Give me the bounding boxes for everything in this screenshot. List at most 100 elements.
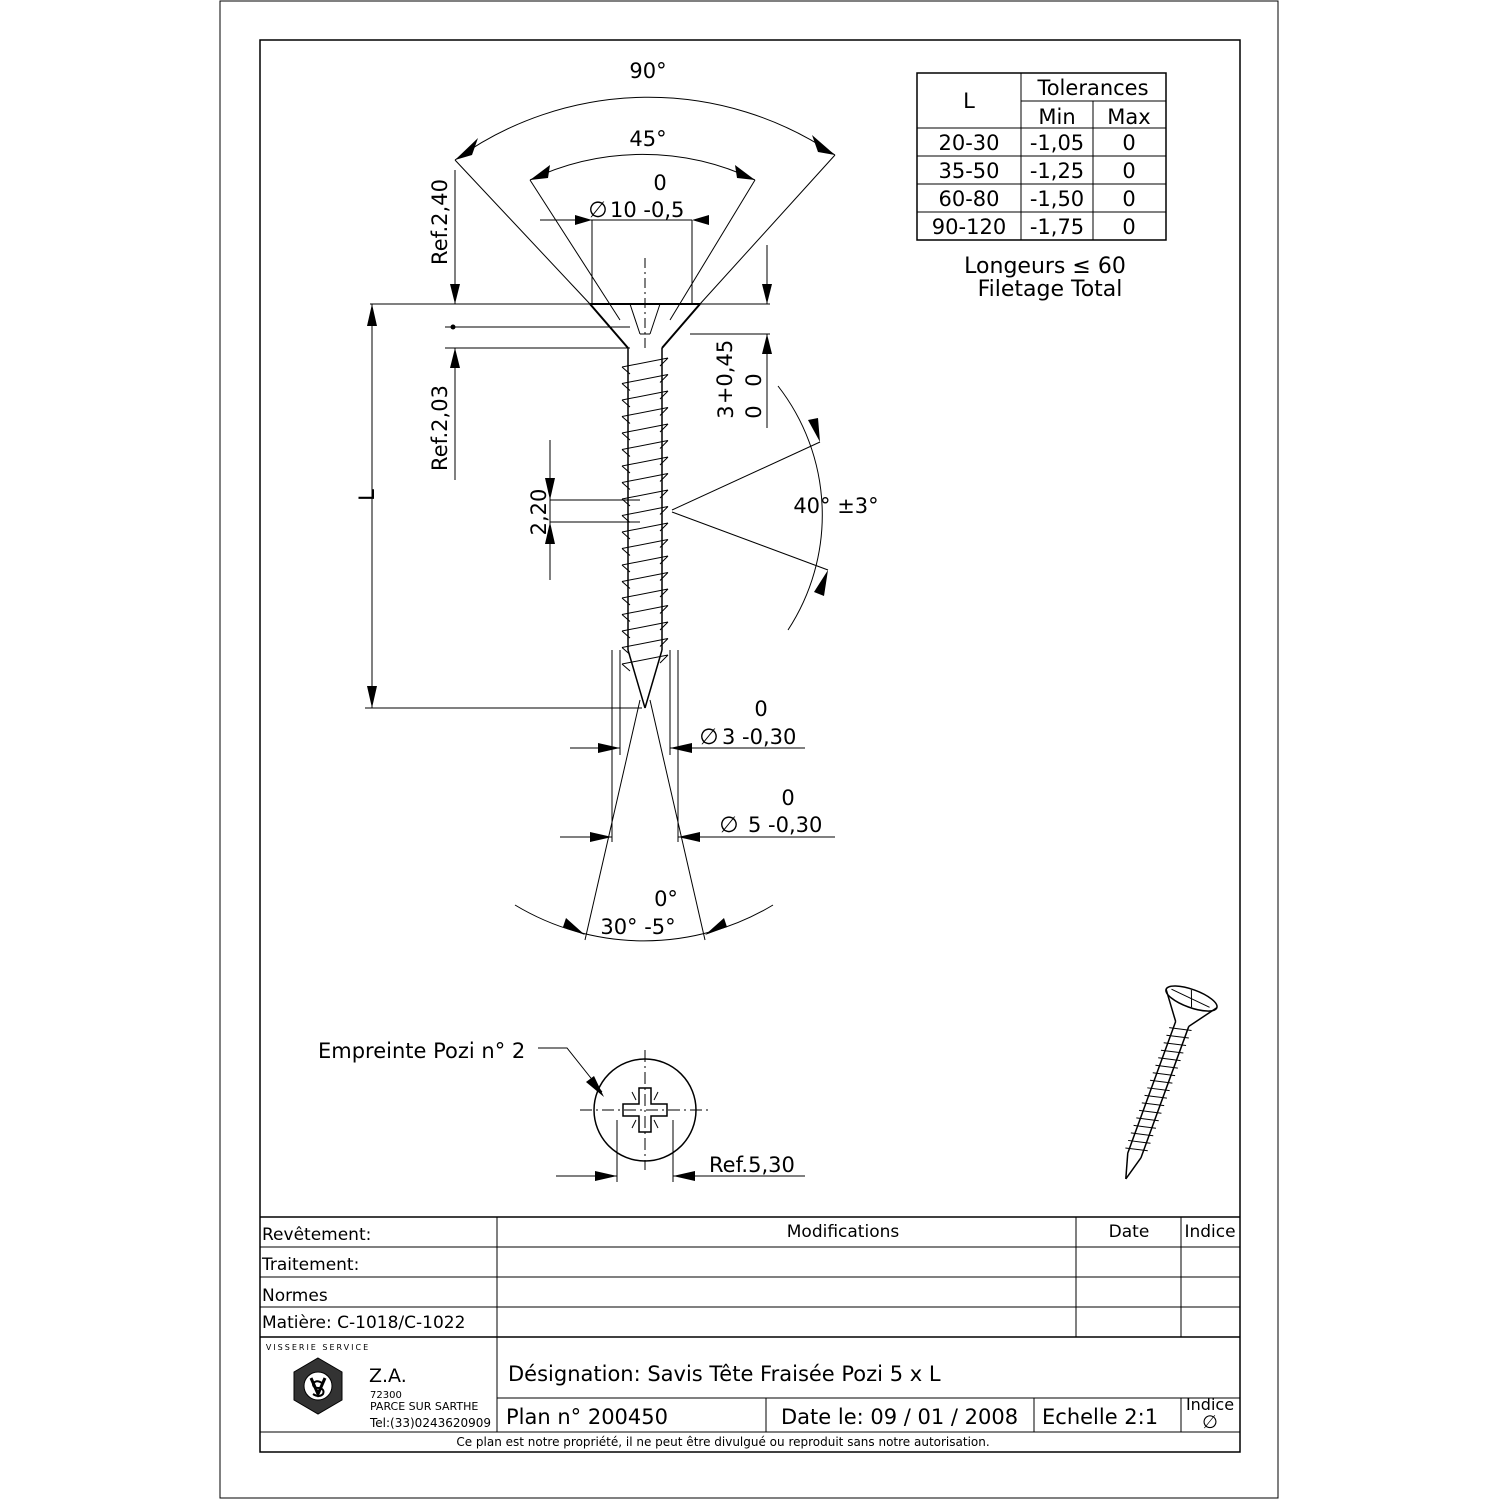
pozi-recess-top-view: [538, 1047, 805, 1182]
thread-turn: [621, 588, 669, 606]
company-city: PARCE SUR SARTHE: [370, 1400, 478, 1413]
table-cell-min: -1,05: [1030, 131, 1084, 155]
thread-turn: [621, 506, 669, 523]
indice-header: Indice: [1184, 1222, 1235, 1242]
table-cell-max: 0: [1122, 159, 1135, 183]
iso-thread-turn: [1155, 1064, 1178, 1069]
footer-notice: Ce plan est notre propriété, il ne peut …: [456, 1435, 989, 1449]
indice-label: Indice: [1186, 1395, 1234, 1414]
designation-label: Désignation: Savis Tête Fraisée Pozi 5 x…: [508, 1362, 941, 1386]
outer-dia-symbol: ∅: [719, 813, 738, 838]
point-angle-label: 30° -5°: [600, 915, 675, 939]
drawing-frame: [259, 39, 1241, 1453]
thread-turn: [621, 407, 669, 424]
screw-side-view: [589, 258, 701, 709]
table-cell-range: 60-80: [938, 187, 999, 211]
drawing-date: Date le: 09 / 01 / 2008: [781, 1405, 1018, 1429]
table-cell-max: 0: [1122, 187, 1135, 211]
outer-dia-label: 5 -0,30: [748, 813, 822, 837]
page-outer-border: [219, 0, 1279, 1499]
iso-thread-turn: [1166, 1034, 1189, 1039]
table-header-max: Max: [1107, 105, 1150, 129]
thread-turn: [621, 555, 669, 573]
matiere-label: Matière: C-1018/C-1022: [262, 1313, 465, 1333]
core-dia-tolerance-upper: 0: [754, 697, 767, 721]
table-header-tolerances: Tolerances: [1036, 76, 1148, 100]
normes-label: Normes: [262, 1286, 328, 1306]
iso-thread-turn: [1149, 1079, 1173, 1084]
iso-thread-turn: [1141, 1102, 1165, 1107]
iso-thread-turn: [1160, 1049, 1184, 1054]
ref-head-height-label: Ref.2,40: [428, 179, 452, 265]
iso-thread-turn: [1125, 1147, 1148, 1152]
head-angle-inner-label: 45°: [629, 127, 666, 151]
thread-turn: [621, 605, 669, 622]
thread-turn: [621, 374, 669, 391]
drawing-scale: Echelle 2:1: [1042, 1405, 1158, 1429]
ref-head-cyl-label: Ref.2,03: [428, 385, 452, 471]
modifications-header: Modifications: [787, 1222, 900, 1242]
company-tel: Tel:(33)0243620909: [369, 1416, 491, 1430]
iso-thread-turn: [1144, 1094, 1167, 1099]
table-header-l: L: [963, 89, 975, 113]
core-dia-symbol: ∅: [699, 725, 718, 750]
iso-thread-turn: [1147, 1087, 1170, 1092]
table-cell-range: 90-120: [932, 215, 1006, 239]
thread-turn: [621, 654, 669, 672]
head-dia-label: 10 -0,5: [610, 198, 684, 222]
iso-thread-turn: [1130, 1132, 1154, 1137]
thread-turn: [621, 572, 669, 589]
point-angle-tolerance-upper: 0°: [654, 887, 678, 911]
thread-turn: [621, 440, 669, 457]
screw-threads: [621, 357, 669, 672]
thread-turn: [621, 522, 669, 540]
iso-thread-turn: [1169, 1027, 1192, 1031]
thread-angle-label: 40° ±3°: [793, 494, 878, 518]
head-angle-outer-label: 90°: [629, 59, 666, 83]
recess-depth-b: 0: [742, 405, 766, 418]
table-cell-range: 35-50: [938, 159, 999, 183]
table-cell-min: -1,75: [1030, 215, 1084, 239]
traitement-label: Traitement:: [261, 1255, 359, 1275]
iso-thread-turn: [1133, 1124, 1157, 1129]
recess-depth-a: 3: [714, 405, 738, 418]
table-header-min: Min: [1038, 105, 1075, 129]
thread-turn: [621, 489, 669, 507]
recess-ref-label: Ref.5,30: [709, 1153, 795, 1177]
thread-turn: [621, 357, 669, 375]
iso-thread-turn: [1152, 1072, 1176, 1077]
iso-thread-turn: [1138, 1109, 1162, 1114]
table-cell-range: 20-30: [938, 131, 999, 155]
core-dia-label: 3 -0,30: [722, 725, 796, 749]
table-note-line1: Longeurs ≤ 60: [964, 254, 1126, 279]
iso-thread-turn: [1158, 1057, 1181, 1062]
head-dia-tolerance-upper: 0: [653, 171, 666, 195]
recess-label: Empreinte Pozi n° 2: [318, 1039, 525, 1063]
plan-number: Plan n° 200450: [506, 1405, 668, 1429]
thread-turn: [621, 473, 669, 490]
date-header: Date: [1109, 1222, 1150, 1242]
thread-turn: [621, 539, 669, 556]
thread-turn: [621, 423, 669, 441]
table-cell-min: -1,50: [1030, 187, 1084, 211]
table-cell-max: 0: [1122, 131, 1135, 155]
table-note-line2: Filetage Total: [978, 277, 1123, 302]
length-label: L: [355, 489, 379, 501]
thread-pitch-label: 2,20: [527, 489, 551, 536]
head-dia-symbol: ∅: [588, 198, 607, 223]
outer-dia-tolerance-upper: 0: [781, 786, 794, 810]
recess-tolerance-lower: 0: [742, 373, 766, 386]
iso-thread-turn: [1163, 1042, 1187, 1047]
company-logo: [293, 1357, 343, 1415]
iso-thread-turn: [1136, 1117, 1159, 1122]
thread-turn: [621, 638, 669, 655]
indice-value: ∅: [1202, 1412, 1218, 1433]
isometric-screw-view: [1125, 985, 1218, 1180]
logo-letters: VISSERIE SERVICE: [266, 1343, 370, 1352]
tolerance-table: L Tolerances Min Max 20-30 -1,05 0 35-50…: [916, 72, 1167, 241]
recess-tolerance-upper: +0,45: [713, 340, 737, 404]
iso-thread-turn: [1128, 1139, 1151, 1144]
table-cell-max: 0: [1122, 215, 1135, 239]
dimension-arrows: [367, 135, 835, 935]
thread-turn: [621, 621, 669, 639]
